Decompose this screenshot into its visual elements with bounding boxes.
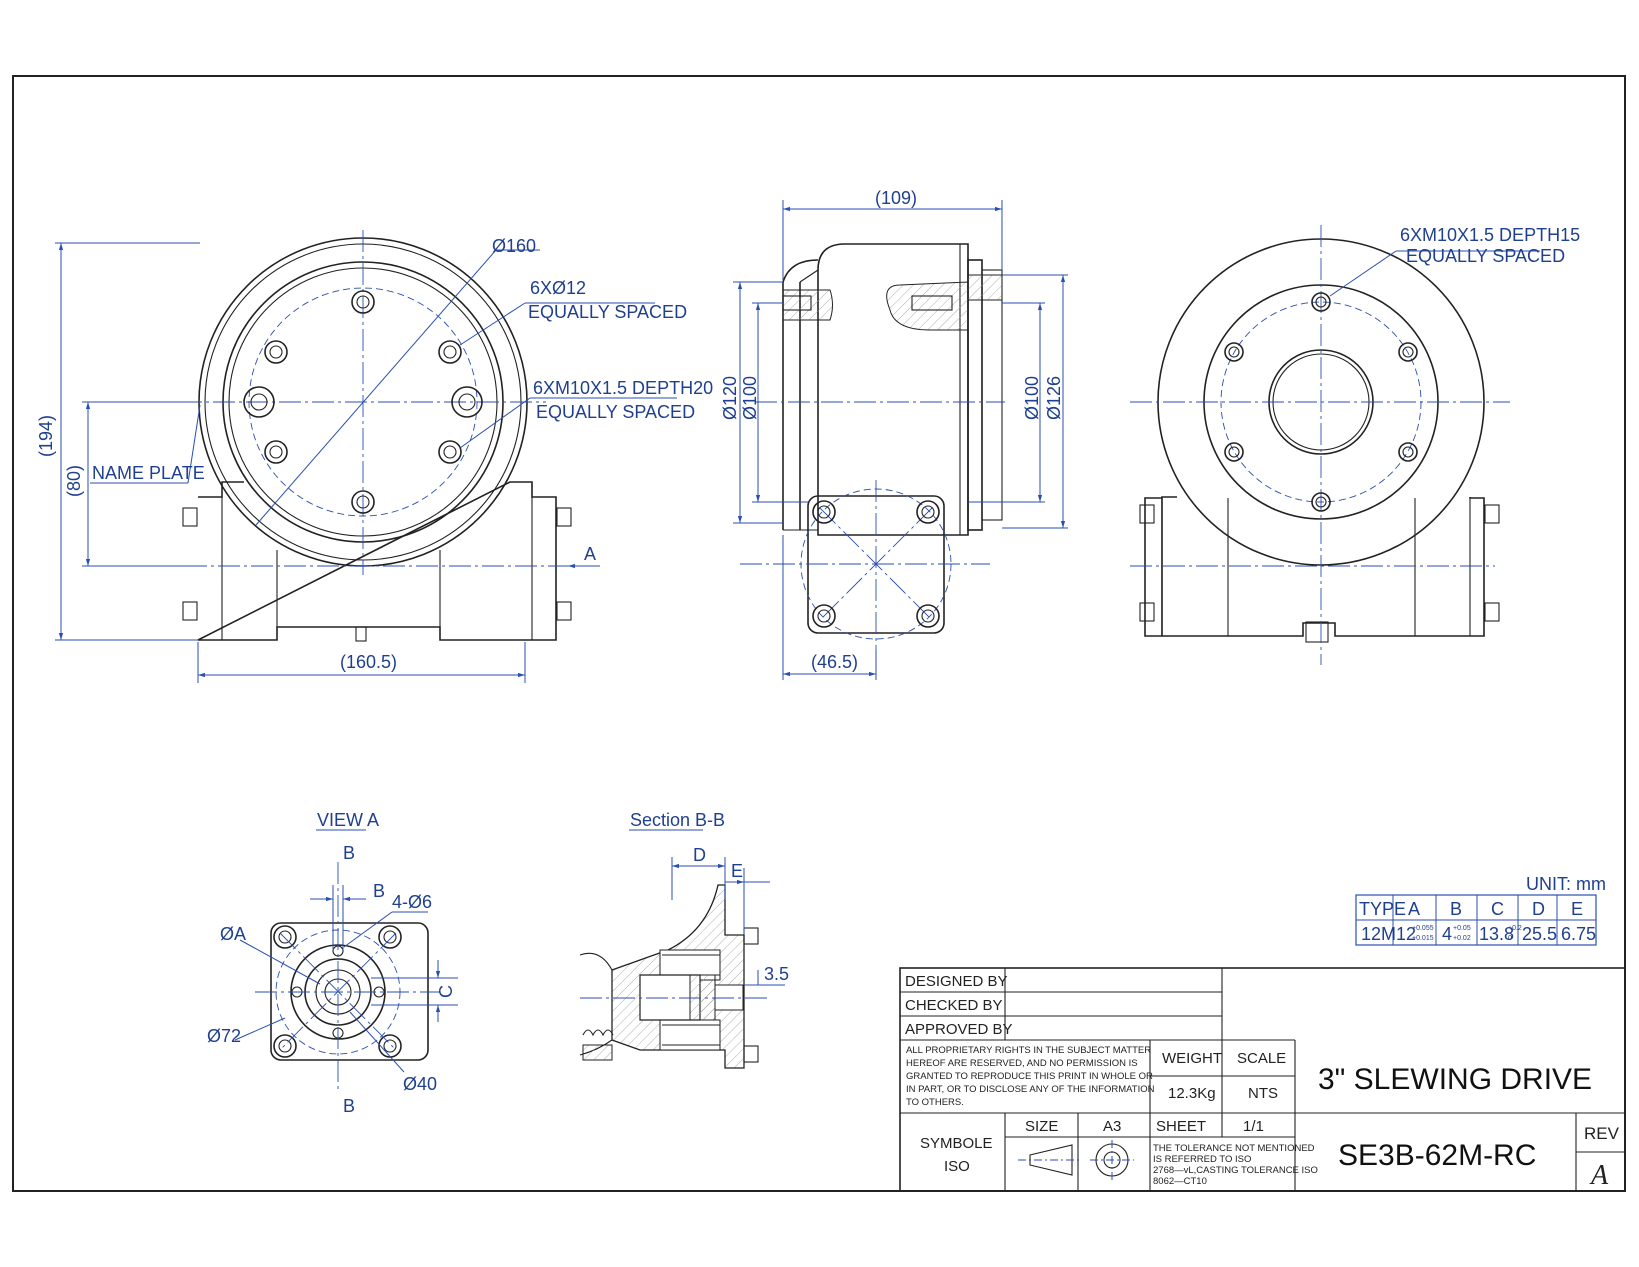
- view-a-dim-c: C: [436, 985, 456, 998]
- rear-note-threads-1: 6XM10X1.5 DEPTH15: [1400, 225, 1580, 245]
- drawing-border: [12, 75, 1626, 1192]
- front-name-plate: NAME PLATE: [92, 463, 205, 483]
- front-hole-pattern: [243, 290, 483, 514]
- view-a-dim-72: Ø72: [207, 1026, 241, 1046]
- tb-tolerance-2: IS REFERRED TO ISO: [1153, 1154, 1251, 1165]
- side-dim-d126: Ø126: [1044, 376, 1064, 420]
- tb-rev-label: REV: [1584, 1124, 1620, 1143]
- tb-designed-by: DESIGNED BY: [905, 973, 1008, 990]
- table-cell-c-tol-up: +0.2: [1508, 925, 1522, 932]
- tb-part-number: SE3B-62M-RC: [1338, 1139, 1536, 1172]
- view-a-dim-b: B: [373, 881, 385, 901]
- side-dim-d100-right: Ø100: [1022, 376, 1042, 420]
- front-view-arrow-label: A: [584, 544, 596, 564]
- tb-weight-value: 12.3Kg: [1168, 1085, 1216, 1102]
- view-a-title: VIEW A: [317, 810, 379, 830]
- section-bb-dim-35: 3.5: [764, 964, 789, 984]
- tb-drawing-title: 3" SLEWING DRIVE: [1318, 1063, 1592, 1096]
- table-cell-a-tol-up: +0.055: [1412, 925, 1434, 932]
- tb-rights-5: TO OTHERS.: [906, 1097, 964, 1108]
- front-note-holes-2: EQUALLY SPACED: [528, 302, 687, 322]
- table-cell-b-tol-up: +0.05: [1453, 925, 1471, 932]
- view-a-section-bottom: B: [343, 1096, 355, 1116]
- title-block: DESIGNED BY CHECKED BY APPROVED BY ALL P…: [899, 967, 1626, 1192]
- table-cell-a: 12: [1396, 924, 1416, 944]
- tb-approved-by: APPROVED BY: [905, 1021, 1013, 1038]
- table-header-c: C: [1491, 899, 1504, 919]
- front-dim-pcd: Ø160: [492, 236, 536, 256]
- table-cell-b: 4: [1442, 924, 1452, 944]
- front-dim-width: (160.5): [340, 652, 397, 672]
- table-cell-a-tol-low: +0.015: [1412, 935, 1434, 942]
- table-cell-type: 12M: [1361, 924, 1396, 944]
- tb-rights-1: ALL PROPRIETARY RIGHTS IN THE SUBJECT MA…: [906, 1045, 1151, 1056]
- front-note-holes-1: 6XØ12: [530, 278, 586, 298]
- table-header-a: A: [1408, 899, 1420, 919]
- table-header-d: D: [1532, 899, 1545, 919]
- table-header-type: TYPE: [1359, 899, 1406, 919]
- side-dim-d120: Ø120: [720, 376, 740, 420]
- view-a: VIEW A B B B 4-Ø6 ØA: [207, 810, 458, 1116]
- tb-sheet-label: SHEET: [1156, 1118, 1206, 1135]
- tb-scale-label: SCALE: [1237, 1050, 1286, 1067]
- section-bb-dim-e: E: [731, 861, 743, 881]
- rear-note-threads-2: EQUALLY SPACED: [1406, 246, 1565, 266]
- tb-symbol-2: ISO: [944, 1158, 970, 1175]
- table-cell-d: 25.5: [1522, 924, 1557, 944]
- tb-size-value: A3: [1103, 1118, 1121, 1135]
- table-header-e: E: [1571, 899, 1583, 919]
- projection-symbol-icon: [1018, 1140, 1134, 1182]
- side-dim-d100-left: Ø100: [740, 376, 760, 420]
- tb-checked-by: CHECKED BY: [905, 997, 1003, 1014]
- front-dim-center-height: (80): [64, 465, 84, 497]
- side-view: (109) Ø120 Ø100 Ø100 Ø126 (46.5): [720, 188, 1068, 680]
- side-dim-offset: (46.5): [811, 652, 858, 672]
- front-note-threads-2: EQUALLY SPACED: [536, 402, 695, 422]
- rear-view: 6XM10X1.5 DEPTH15 EQUALLY SPACED: [1130, 225, 1580, 665]
- tb-weight-label: WEIGHT: [1162, 1050, 1222, 1067]
- tb-size-label: SIZE: [1025, 1118, 1058, 1135]
- view-a-dim-40: Ø40: [403, 1074, 437, 1094]
- front-view: Ø160 6XØ12 EQUALLY SPACED 6XM10X1.5 DEPT…: [36, 230, 713, 683]
- tb-sheet-value: 1/1: [1243, 1118, 1264, 1135]
- view-a-dim-holes: 4-Ø6: [392, 892, 432, 912]
- tb-tolerance-1: THE TOLERANCE NOT MENTIONED: [1153, 1143, 1315, 1154]
- section-bb-dim-d: D: [693, 845, 706, 865]
- view-a-section-top: B: [343, 843, 355, 863]
- unit-table: UNIT: mm TYPE A B C D E 12M 12 +0.055 +0…: [1355, 874, 1606, 946]
- table-cell-b-tol-low: +0.02: [1453, 935, 1471, 942]
- front-dim-height: (194): [36, 415, 56, 457]
- tb-scale-value: NTS: [1248, 1085, 1278, 1102]
- tb-rev-value: A: [1589, 1160, 1609, 1191]
- tb-rights-4: IN PART, OR TO DISCLOSE ANY OF THE INFOR…: [906, 1084, 1155, 1095]
- tb-rights-2: HEREOF ARE RESERVED, AND NO PERMISSION I…: [906, 1058, 1138, 1069]
- tb-tolerance-4: 8062—CT10: [1153, 1176, 1207, 1187]
- table-cell-c: 13.8: [1479, 924, 1514, 944]
- view-a-dim-a: ØA: [220, 924, 246, 944]
- side-dim-length: (109): [875, 188, 917, 208]
- tb-rights-3: GRANTED TO REPRODUCE THIS PRINT IN WHOLE…: [906, 1071, 1153, 1082]
- table-cell-c-tol-low: 0: [1508, 935, 1512, 942]
- front-note-threads-1: 6XM10X1.5 DEPTH20: [533, 378, 713, 398]
- tb-symbol-1: SYMBOLE: [920, 1135, 993, 1152]
- table-cell-e: 6.75: [1561, 924, 1596, 944]
- section-bb-title: Section B-B: [630, 810, 725, 830]
- table-header-b: B: [1450, 899, 1462, 919]
- tb-tolerance-3: 2768—vL,CASTING TOLERANCE ISO: [1153, 1165, 1318, 1176]
- unit-label: UNIT: mm: [1526, 874, 1606, 894]
- rear-hole-pattern: [1224, 292, 1418, 512]
- section-bb: Section B-B D E 3.5: [579, 810, 789, 1069]
